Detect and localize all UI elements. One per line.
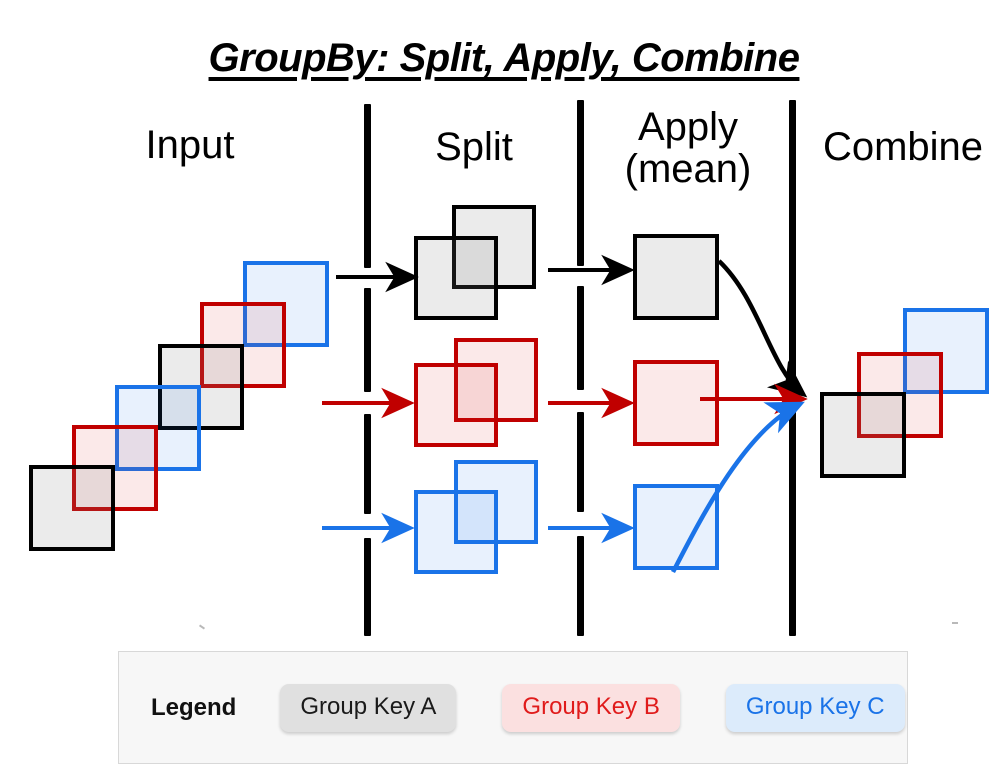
legend-label: Legend [151,693,237,721]
split-square-group-a-1 [414,236,498,320]
stage-header-split: Split [435,125,513,169]
divider-3-segment-2 [789,408,796,636]
legend-chip-group-c[interactable]: Group Key C [725,683,905,732]
input-square-group-a-1 [29,465,115,551]
split-square-group-c-1 [414,490,498,574]
divider-1-segment-1 [364,104,371,268]
legend-chip-group-b[interactable]: Group Key B [502,683,680,732]
legend-chip-group-a[interactable]: Group Key A [280,683,457,732]
stage-header-input: Input [145,123,235,167]
apply-square-group-c [633,484,719,570]
divider-3-segment-1 [789,100,796,380]
apply-square-group-b [633,360,719,446]
divider-2-segment-1 [577,100,584,266]
legend: Legend Group Key A Group Key B Group Key… [118,651,908,764]
stray-mark-left [198,624,206,630]
page-title: GroupBy: Split, Apply, Combine [208,36,800,80]
divider-2-segment-4 [577,536,584,636]
divider-1-segment-4 [364,538,371,636]
stray-mark-right [952,622,958,624]
stage-header-apply: Apply (mean) [624,105,752,192]
combine-square-group-a [820,392,906,478]
divider-2-segment-3 [577,412,584,512]
divider-2-segment-2 [577,286,584,390]
combine-square-group-c [903,308,989,394]
divider-1-segment-2 [364,288,371,392]
stage-header-combine: Combine [822,125,984,169]
split-square-group-b-1 [414,363,498,447]
divider-1-segment-3 [364,414,371,514]
apply-square-group-a [633,234,719,320]
